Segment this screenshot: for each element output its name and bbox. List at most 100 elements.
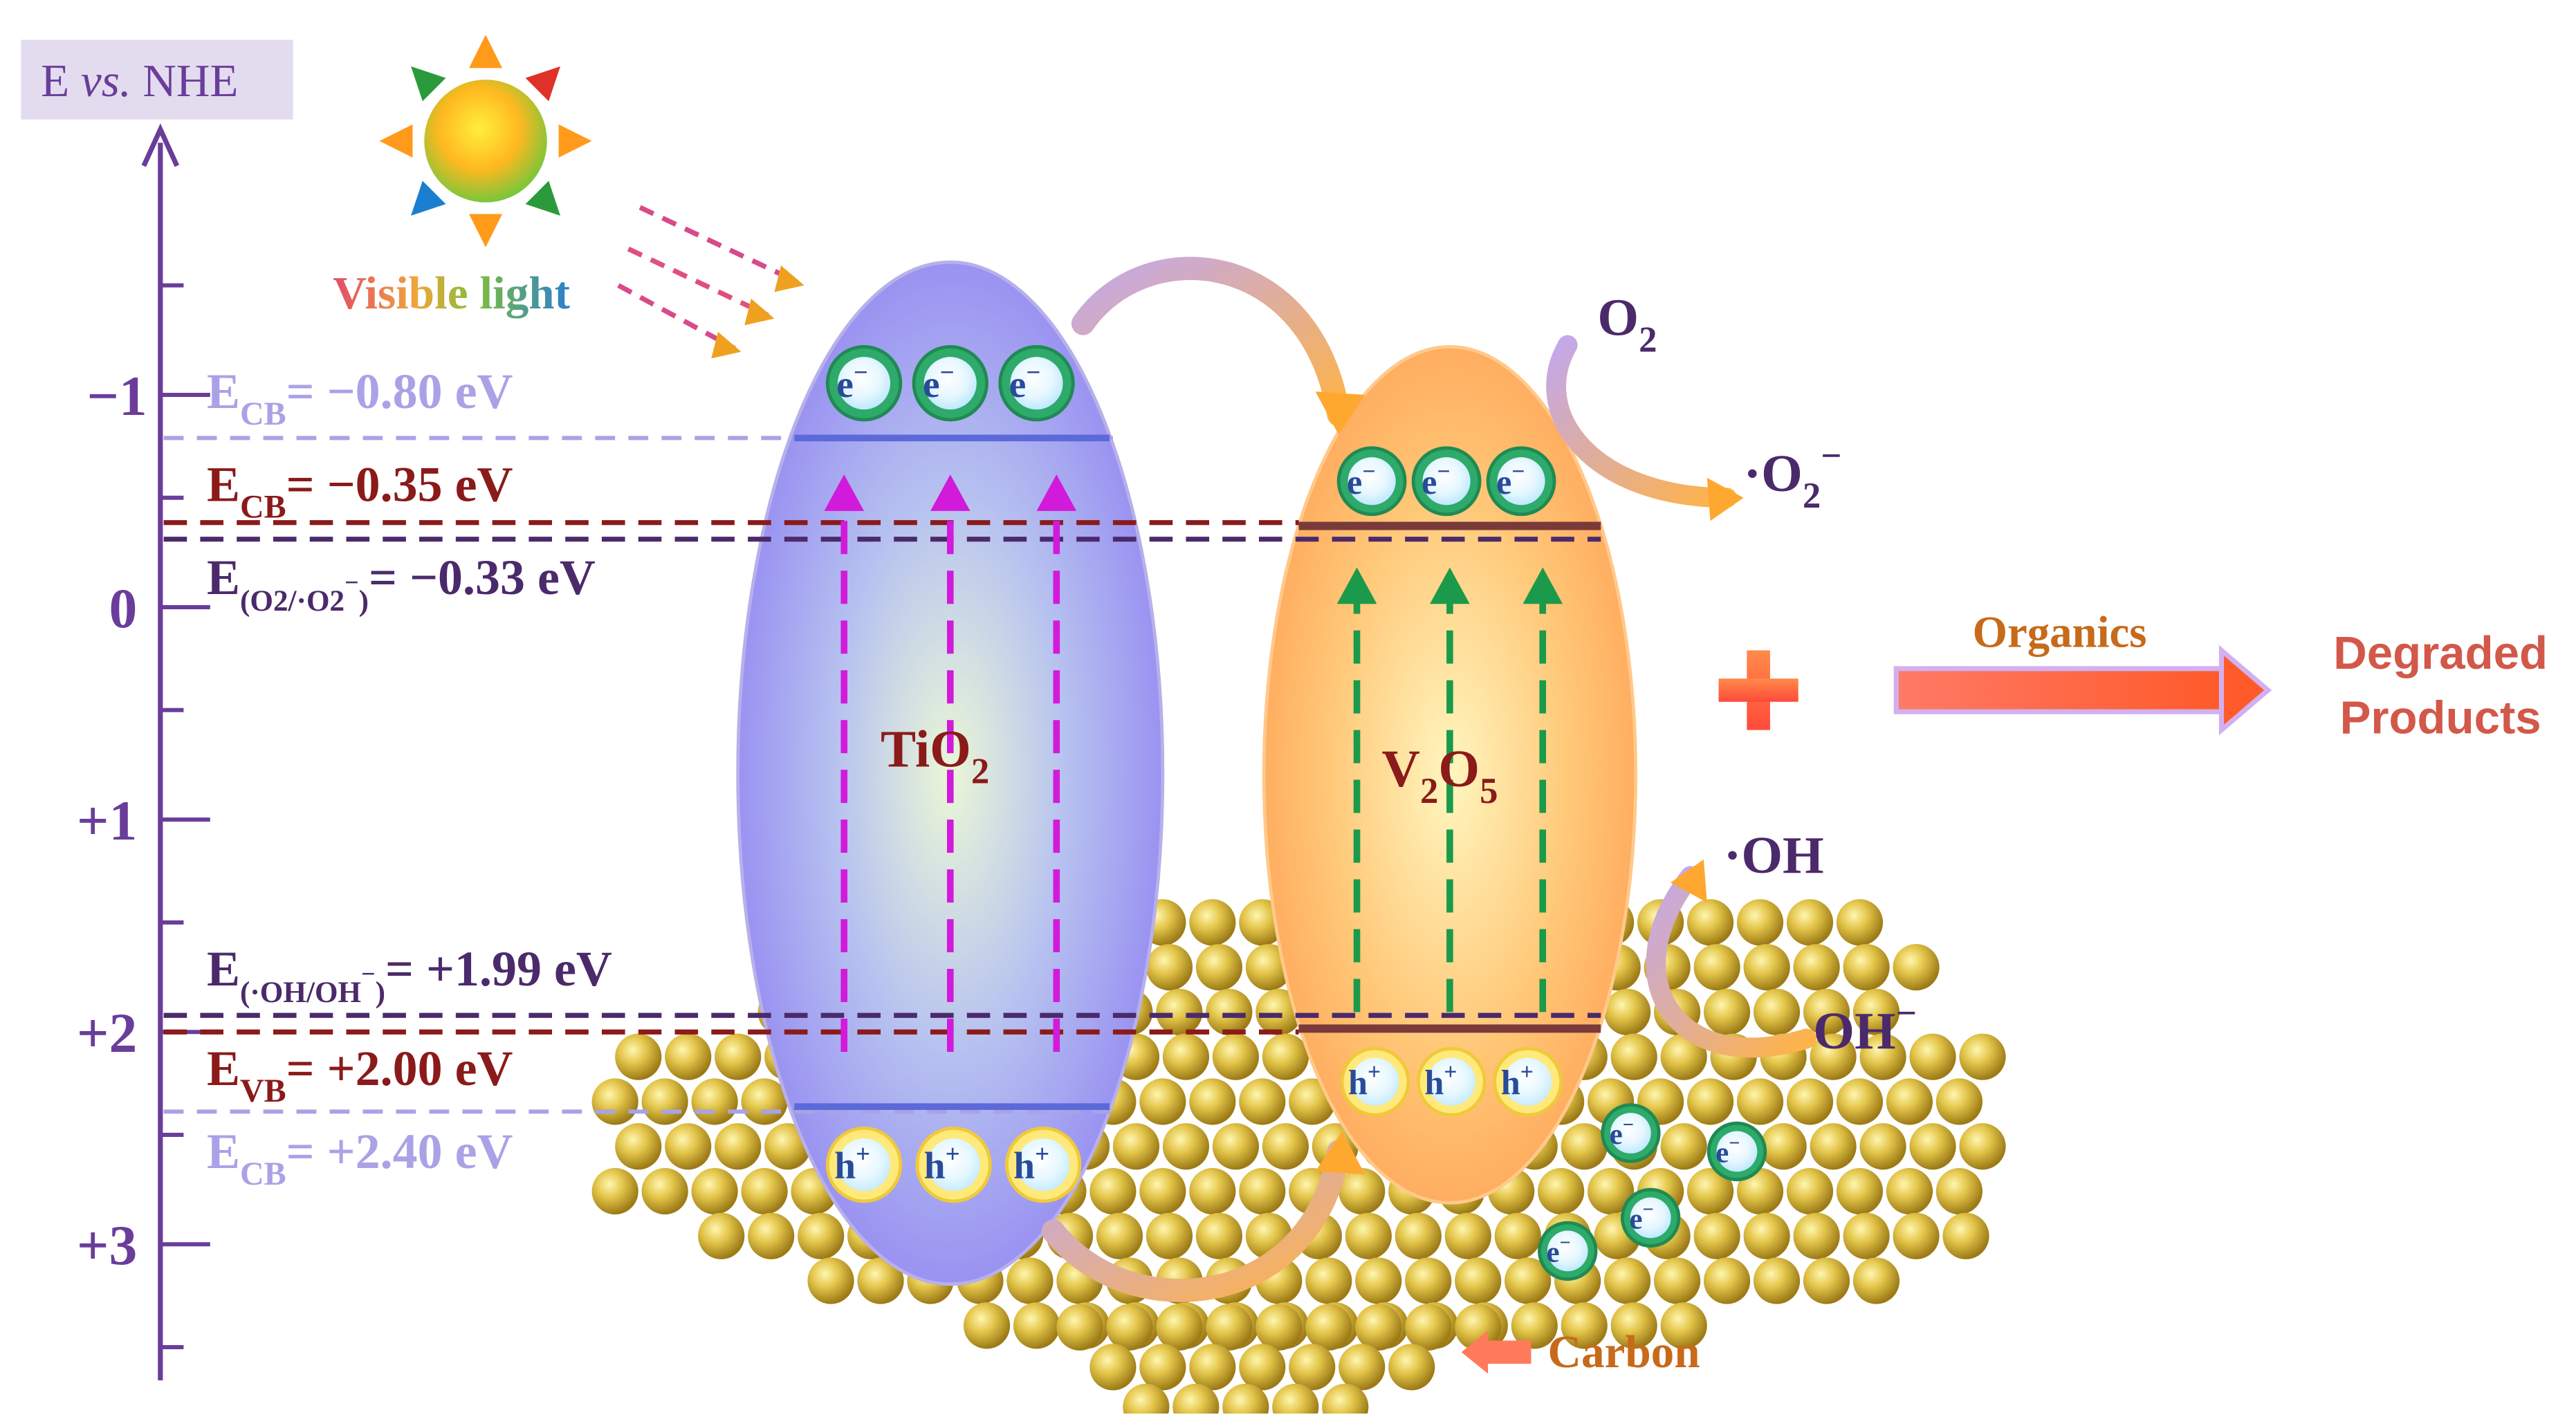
svg-text:h+: h+	[924, 1139, 960, 1187]
tio2-excitation-arrowheads	[824, 474, 1077, 511]
axis-minor-ticks	[160, 283, 184, 1350]
carbon-pointer-arrow	[1461, 1331, 1531, 1374]
carbon-ball	[1693, 944, 1740, 991]
carbon-ball	[1803, 1257, 1850, 1304]
carbon-ball	[1843, 944, 1890, 991]
plus-sign: +	[1718, 650, 1798, 730]
tick-label-plus1: +1	[77, 789, 137, 852]
carbon-ball	[615, 1123, 662, 1170]
carbon-ball	[1139, 1078, 1186, 1125]
carbon-ball	[1162, 1123, 1210, 1170]
tio2-excitation-arrows	[840, 508, 1060, 1053]
svg-text:e−: e−	[1547, 1232, 1571, 1268]
carbon-ball	[1803, 988, 1850, 1036]
carbon-ball	[1013, 1302, 1060, 1349]
v2o5-excitation-arrows	[1353, 600, 1547, 1012]
carbon-ball	[1753, 988, 1801, 1036]
carbon-ball	[1736, 899, 1784, 946]
carbon-ball	[1123, 1383, 1170, 1417]
organics-label: Organics	[1973, 608, 2147, 658]
carbon-ball	[1959, 1033, 2006, 1080]
carbon-ball	[1494, 1212, 1541, 1259]
carbon-ball	[1686, 899, 1734, 946]
v2o5-label: V2O5	[1382, 739, 1498, 811]
carbon-ball	[1843, 1212, 1890, 1259]
carbon-ball	[1395, 1212, 1442, 1259]
degraded-products-line1: Degraded	[2333, 627, 2548, 679]
carbon-ball	[1893, 944, 1940, 991]
carbon-ball	[1886, 1078, 1933, 1125]
sun-icon	[379, 35, 592, 248]
carbon-ball	[1139, 1167, 1186, 1215]
svg-text:e−: e−	[1630, 1199, 1654, 1235]
carbon-ball	[1206, 988, 1253, 1036]
carbon-ball	[1852, 988, 1900, 1036]
carbon-ball	[1935, 1167, 1983, 1215]
svg-text:h+: h+	[1501, 1059, 1534, 1102]
carbon-ball	[1793, 1212, 1840, 1259]
carbon-ball	[1305, 1304, 1352, 1351]
hole-carrier: h+	[1493, 1046, 1563, 1117]
svg-text:e−: e−	[1422, 459, 1451, 501]
carbon-ball	[1239, 1344, 1286, 1391]
hydroxyl-arrow	[1646, 866, 1817, 1058]
carbon-ball	[1455, 1304, 1502, 1351]
svg-text:h+: h+	[1013, 1139, 1049, 1187]
carbon-ball	[1195, 1212, 1243, 1259]
light-ray-heads	[711, 265, 804, 359]
degraded-products-line2: Products	[2340, 692, 2541, 743]
axis-arrowhead	[141, 123, 180, 167]
carbon-ball	[1006, 1257, 1054, 1304]
light-rays	[617, 205, 799, 351]
carbon-ball	[698, 1212, 745, 1259]
carbon-ball	[1538, 1167, 1585, 1215]
superoxide-arrow	[1546, 335, 1737, 508]
carbon-ball	[1189, 1344, 1236, 1391]
carbon-ball	[1511, 1302, 1558, 1349]
hole-transfer-arrow	[1041, 1140, 1350, 1302]
carbon-ball	[715, 1123, 762, 1170]
svg-text:h+: h+	[1424, 1059, 1457, 1102]
carbon-ball	[691, 1167, 738, 1215]
carbon-ball	[1206, 1304, 1253, 1351]
carbon-ball	[1604, 1257, 1651, 1304]
carbon-ball	[1743, 944, 1790, 991]
energy-axis: E vs. NHE −1 0 +1 +2 +3	[21, 39, 293, 1381]
carbon-ball	[1172, 1383, 1220, 1417]
svg-text:e−: e−	[923, 358, 955, 405]
electron-carrier: e−	[1486, 446, 1556, 517]
transfer-arrows	[1041, 257, 1817, 1302]
tick-label-minus1: −1	[86, 364, 147, 427]
carbon-ball	[1561, 1123, 1608, 1170]
electron-carrier: e−	[1411, 446, 1482, 517]
electron-carrier: e−	[998, 345, 1075, 422]
degradation-arrow	[1893, 645, 2272, 736]
carbon-ball	[1736, 1078, 1784, 1125]
carbon-ball	[1272, 1383, 1319, 1417]
carbon-ball	[1942, 1212, 1989, 1259]
carbon-ball	[807, 1257, 854, 1304]
electron-carrier: e−	[1621, 1187, 1681, 1248]
carbon-ball	[1909, 1033, 1956, 1080]
carbon-ball	[1686, 1167, 1734, 1215]
carbon-ball	[1212, 1123, 1260, 1170]
carbon-ball	[1146, 1212, 1193, 1259]
carbon-ball	[1322, 1383, 1369, 1417]
carbon-ball	[1588, 1167, 1635, 1215]
carbon-ball	[1289, 1344, 1336, 1391]
electron-carrier: e−	[912, 345, 988, 422]
carbon-ball	[1189, 1078, 1236, 1125]
electron-carrier: e−	[1538, 1221, 1598, 1281]
carbon-ball	[748, 1212, 795, 1259]
carbon-ball	[1693, 1212, 1740, 1259]
carbon-ball	[1959, 1123, 2006, 1170]
carbon-ball	[1305, 1257, 1352, 1304]
carbon-label: Carbon	[1547, 1326, 1700, 1378]
carbon-ball	[1703, 1257, 1751, 1304]
carbon-ball	[1686, 1078, 1734, 1125]
carbon-ball	[1156, 988, 1203, 1036]
carbon-ball	[1388, 1344, 1435, 1391]
carbon-ball	[1836, 899, 1884, 946]
tick-label-plus3: +3	[77, 1214, 137, 1277]
carbon-ball	[615, 1033, 662, 1080]
